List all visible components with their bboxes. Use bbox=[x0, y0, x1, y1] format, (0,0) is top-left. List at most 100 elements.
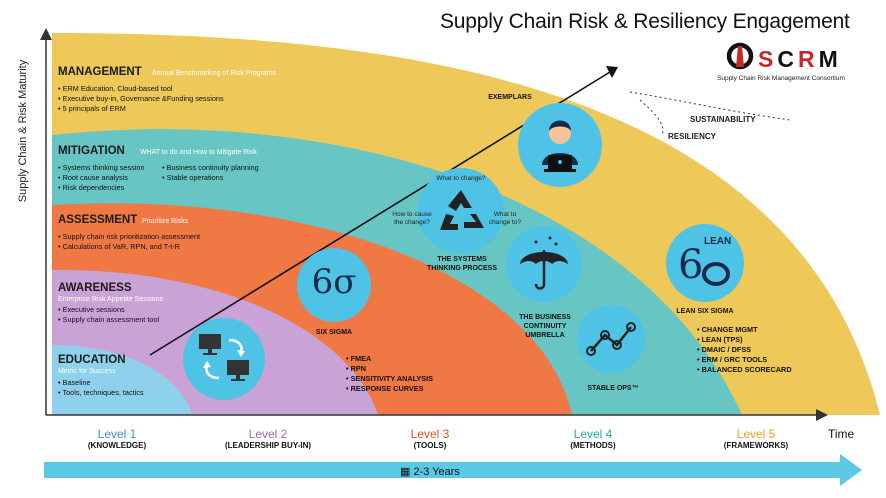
list-item: LEAN (TPS) bbox=[697, 335, 792, 345]
list-item: 5 principals of ERM bbox=[58, 104, 224, 114]
list-item: Executive buy-in, Governance &Funding se… bbox=[58, 94, 224, 104]
question-how-cause: How to cause the change? bbox=[388, 211, 436, 227]
management-subtitle: Annual Benchmarking of Risk Programs bbox=[152, 70, 277, 77]
question-how-cause-line2: the change? bbox=[394, 219, 430, 226]
level-desc: (LEADERSHIP BUY-IN) bbox=[224, 441, 312, 450]
timeline-text: 2-3 Years bbox=[413, 466, 460, 478]
list-item: Baseline bbox=[58, 378, 144, 388]
education-title: EDUCATION bbox=[58, 354, 126, 366]
umbrella-icon bbox=[520, 236, 568, 290]
level-name: Level 2 bbox=[248, 427, 288, 441]
list-item: Risk dependencies bbox=[58, 183, 145, 193]
exemplars-caption: EXEMPLARS bbox=[488, 94, 532, 101]
page-title: Supply Chain Risk & Resiliency Engagemen… bbox=[440, 10, 850, 33]
timeline-bar bbox=[44, 462, 844, 478]
list-item: Systems thinking session bbox=[58, 163, 145, 173]
sustainability-curve bbox=[629, 91, 791, 121]
list-item: FMEA bbox=[346, 354, 433, 364]
question-change-to-line1: What to bbox=[493, 211, 517, 218]
logo-text: SCRM bbox=[758, 46, 842, 72]
systems-caption-line1: THE SYSTEMS bbox=[437, 256, 487, 263]
computer-exchange-icon bbox=[199, 334, 249, 381]
six-sigma-icon: 6σ bbox=[311, 262, 357, 302]
scrm-logo bbox=[726, 42, 754, 70]
knowledge-icon-circle bbox=[183, 318, 265, 400]
bcu-icon-circle bbox=[506, 226, 582, 302]
level-name: Level 3 bbox=[410, 427, 450, 441]
mitigation-bullets-col1: Systems thinking session Root cause anal… bbox=[58, 163, 145, 193]
level-4-label: Level 4 (METHODS) bbox=[548, 427, 638, 450]
list-item: Business continuity planning bbox=[162, 163, 259, 173]
management-title: MANAGEMENT bbox=[58, 66, 142, 78]
awareness-title: AWARENESS bbox=[58, 282, 132, 294]
level-name: Level 1 bbox=[97, 427, 137, 441]
x-axis-arrowhead bbox=[816, 409, 828, 421]
list-item: Tools, techniques, tactics bbox=[58, 388, 143, 398]
y-axis-arrowhead bbox=[40, 28, 52, 40]
x-axis-label: Time bbox=[828, 427, 855, 441]
lean-six-sigma-icon-circle: LEAN 6 bbox=[666, 224, 744, 302]
stable-ops-icon-circle bbox=[577, 305, 645, 373]
level-5-label: Level 5 (FRAMEWORKS) bbox=[706, 427, 806, 450]
list-item: Supply chain assessment tool bbox=[58, 315, 160, 325]
level-desc: (METHODS) bbox=[570, 441, 616, 450]
six-sigma-icon-circle: 6σ bbox=[297, 248, 371, 322]
assessment-title: ASSESSMENT bbox=[58, 214, 138, 226]
level-desc: (TOOLS) bbox=[413, 441, 447, 450]
list-item: ERM Education, Cloud-based tool bbox=[58, 84, 224, 94]
systems-thinking-caption: THE SYSTEMS THINKING PROCESS bbox=[420, 255, 504, 273]
list-item: Supply chain risk prioritization assessm… bbox=[58, 232, 200, 242]
resiliency-curve bbox=[639, 99, 664, 137]
mitigation-title: MITIGATION bbox=[58, 145, 125, 157]
list-item: SENSITIVITY ANALYSIS bbox=[346, 374, 433, 384]
list-item: Calculations of VaR, RPN, and T-t-R bbox=[58, 242, 200, 252]
list-item: Root cause analysis bbox=[58, 173, 145, 183]
line-trend-icon bbox=[586, 322, 636, 356]
six-sigma-caption: SIX SIGMA bbox=[315, 329, 353, 336]
level-name: Level 4 bbox=[573, 427, 613, 441]
person-laptop-icon bbox=[542, 120, 578, 172]
question-change-to: What to change to? bbox=[482, 211, 528, 227]
lean-six-sigma-caption: LEAN SIX SIGMA bbox=[676, 308, 734, 315]
list-item: ERM / GRC TOOLS bbox=[697, 355, 792, 365]
exemplar-icon-circle bbox=[518, 103, 602, 187]
y-axis-label: Supply Chain & Risk Maturity bbox=[17, 59, 29, 203]
bcu-caption: THE BUSINESS CONTINUITY UMBRELLA bbox=[510, 313, 580, 340]
list-item: BALANCED SCORECARD bbox=[697, 365, 792, 375]
level-desc: (KNOWLEDGE) bbox=[87, 441, 147, 450]
sustainability-label: SUSTAINABILITY bbox=[690, 115, 756, 124]
logo-subtitle: Supply Chain Risk Management Consortium bbox=[717, 75, 845, 82]
education-bullets: Baseline Tools, techniques, tactics bbox=[58, 378, 144, 398]
education-subtitle: Metric for Success bbox=[58, 368, 116, 375]
lean-six-sigma-icon: 6 bbox=[678, 242, 704, 288]
sigma-loop-icon bbox=[702, 262, 730, 286]
systems-caption-line2: THINKING PROCESS bbox=[426, 265, 497, 272]
level-3-label: Level 3 (TOOLS) bbox=[385, 427, 475, 450]
list-item: DMAIC / DFSS bbox=[697, 345, 792, 355]
timeline-arrowhead bbox=[840, 454, 862, 486]
growth-arrowhead bbox=[606, 66, 618, 78]
awareness-subtitle: Enterprise Risk Appetite Sessions bbox=[58, 296, 164, 303]
mitigation-subtitle: WHAT to do and How to Mitigate Risk bbox=[140, 149, 257, 156]
assessment-bullets: Supply chain risk prioritization assessm… bbox=[58, 232, 200, 252]
stable-ops-caption: STABLE OPS™ bbox=[587, 385, 639, 392]
question-how-cause-line1: How to cause bbox=[392, 211, 432, 218]
frameworks-list: CHANGE MGMT LEAN (TPS) DMAIC / DFSS ERM … bbox=[697, 325, 792, 375]
level-1-label: Level 1 (KNOWLEDGE) bbox=[72, 427, 162, 450]
tools-list: FMEA RPN SENSITIVITY ANALYSIS RESPONSE C… bbox=[346, 354, 433, 394]
systems-thinking-icon-circle bbox=[418, 168, 504, 254]
calendar-icon: ▦ bbox=[400, 466, 414, 478]
list-item: RESPONSE CURVES bbox=[346, 384, 433, 394]
recycle-icon bbox=[440, 190, 484, 230]
question-what-to-change: What to change? bbox=[436, 175, 486, 182]
list-item: RPN bbox=[346, 364, 433, 374]
bcu-caption-line2: CONTINUITY bbox=[523, 323, 567, 330]
list-item: Executive sessions bbox=[58, 305, 159, 315]
management-bullets: ERM Education, Cloud-based tool Executiv… bbox=[58, 84, 224, 114]
question-change-to-line2: change to? bbox=[488, 219, 522, 226]
list-item: Stable operations bbox=[162, 173, 259, 183]
lean-word: LEAN bbox=[704, 236, 732, 247]
awareness-bullets: Executive sessions Supply chain assessme… bbox=[58, 305, 160, 325]
level-name: Level 5 bbox=[736, 427, 776, 441]
bcu-caption-line3: UMBRELLA bbox=[525, 332, 565, 339]
